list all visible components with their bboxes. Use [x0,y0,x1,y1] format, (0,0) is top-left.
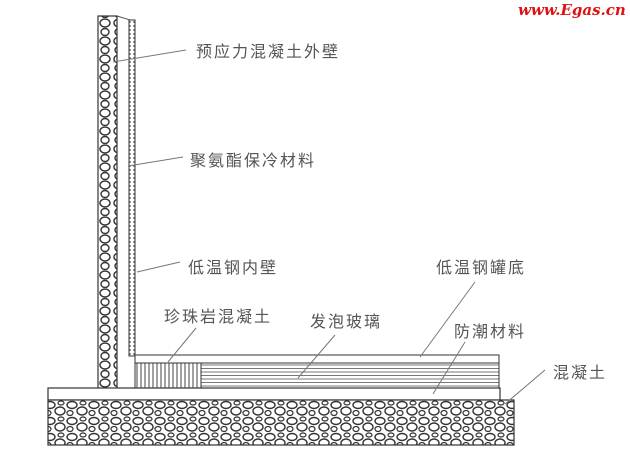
outer-wall [97,15,118,390]
moisture-barrier-slab [47,387,501,401]
label-moisture-barrier: 防潮材料 [454,322,526,341]
concrete-foundation [47,399,515,446]
label-perlite-concrete: 珍珠岩混凝土 [164,307,272,326]
perlite-concrete-layer [134,362,202,389]
inner-wall [128,19,136,357]
label-tank-bottom: 低温钢罐底 [436,258,526,277]
label-outer-wall: 预应力混凝土外壁 [196,42,340,61]
watermark: www.Egas.cn [518,1,626,19]
label-concrete: 混凝土 [553,363,607,382]
label-pu-insulation: 聚氨酯保冷材料 [190,151,316,170]
label-inner-wall: 低温钢内壁 [188,258,278,277]
foam-glass-layer [200,362,500,389]
label-foam-glass: 发泡玻璃 [310,312,382,331]
